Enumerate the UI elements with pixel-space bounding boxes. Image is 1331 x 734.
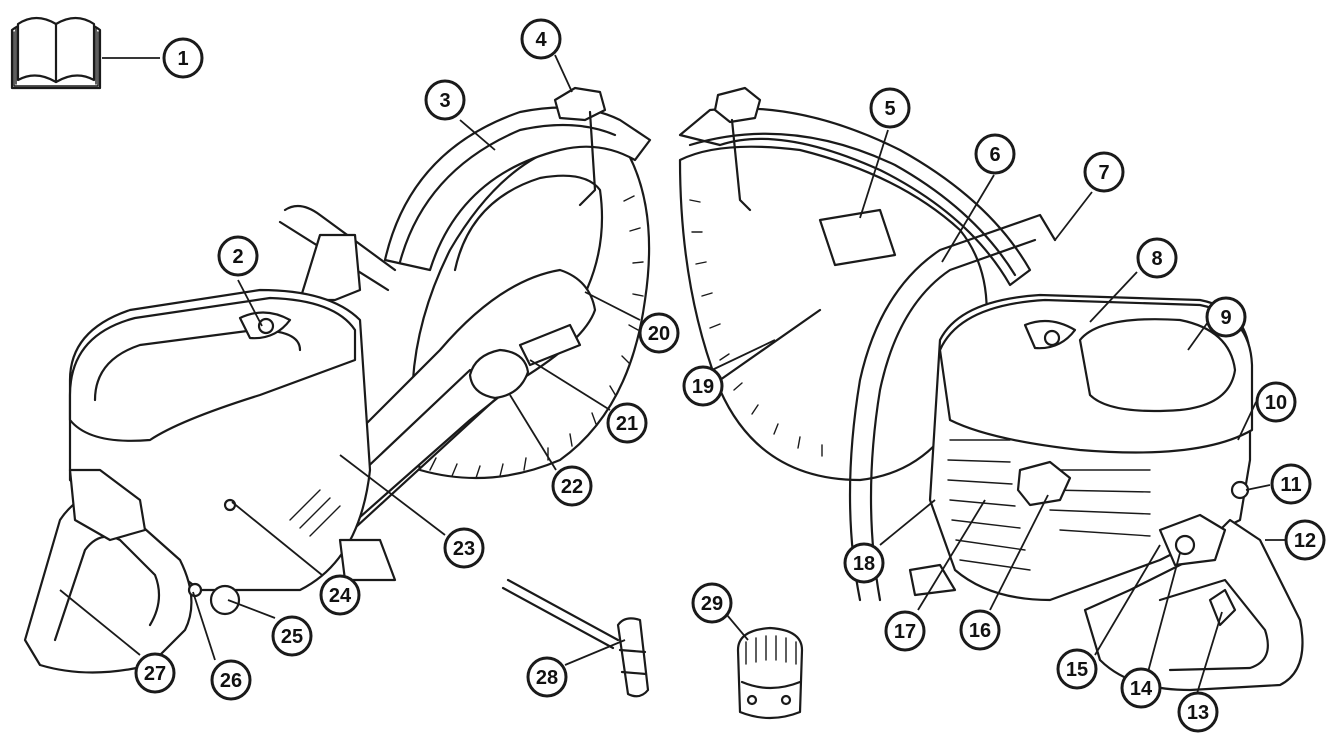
callout-label: 9 — [1220, 307, 1231, 329]
callout-18: 18 — [843, 542, 885, 584]
callout-22: 22 — [551, 465, 593, 507]
callout-5: 5 — [869, 87, 911, 129]
callout-label: 14 — [1130, 678, 1153, 700]
callout-label: 17 — [894, 621, 916, 643]
callout-label: 4 — [535, 29, 547, 51]
callout-label: 12 — [1294, 530, 1316, 552]
callout-label: 25 — [281, 626, 303, 648]
callout-24: 24 — [319, 574, 361, 616]
callout-23: 23 — [443, 527, 485, 569]
callout-label: 28 — [536, 667, 558, 689]
callout-label: 29 — [701, 593, 723, 615]
callout-label: 20 — [648, 323, 670, 345]
callout-label: 18 — [853, 553, 875, 575]
callout-26: 26 — [210, 659, 252, 701]
callout-8: 8 — [1136, 237, 1178, 279]
book-icon — [10, 16, 102, 90]
callout-label: 6 — [989, 144, 1000, 166]
combination-spanner — [501, 578, 650, 698]
callout-4: 4 — [520, 18, 562, 60]
callout-15: 15 — [1056, 648, 1098, 690]
rear-handle-right — [1083, 518, 1304, 692]
callout-12: 12 — [1284, 519, 1326, 561]
callout-label: 23 — [453, 538, 475, 560]
callout-10: 10 — [1255, 381, 1297, 423]
callout-label: 5 — [884, 98, 895, 120]
callout-21: 21 — [606, 402, 648, 444]
leader-lines — [59, 54, 1290, 701]
callout-16: 16 — [959, 609, 1001, 651]
callout-label: 13 — [1187, 702, 1209, 724]
callout-1: 1 — [162, 37, 204, 79]
callout-label: 2 — [232, 246, 243, 268]
callout-29: 29 — [691, 582, 733, 624]
callout-28: 28 — [526, 656, 568, 698]
callout-27: 27 — [134, 652, 176, 694]
callout-label: 8 — [1151, 248, 1162, 270]
callout-2: 2 — [217, 235, 259, 277]
callout-label: 24 — [329, 585, 352, 607]
callout-label: 19 — [692, 376, 714, 398]
right-saw-illustration — [678, 86, 1304, 692]
callout-label: 11 — [1280, 474, 1301, 496]
callout-label: 26 — [220, 670, 242, 692]
callout-label: 7 — [1098, 162, 1109, 184]
left-saw-illustration — [23, 86, 652, 674]
callout-25: 25 — [271, 615, 313, 657]
callout-label: 21 — [616, 413, 638, 435]
callout-label: 27 — [144, 663, 166, 685]
callout-7: 7 — [1083, 151, 1125, 193]
callout-14: 14 — [1120, 667, 1162, 709]
callout-17: 17 — [884, 610, 926, 652]
callout-6: 6 — [974, 133, 1016, 175]
callout-label: 10 — [1265, 392, 1287, 414]
callout-label: 15 — [1066, 659, 1088, 681]
spare-spark-plug-cap — [736, 626, 804, 720]
blade-guard-right — [678, 107, 1032, 287]
callout-13: 13 — [1177, 691, 1219, 733]
callout-label: 1 — [177, 48, 188, 70]
callout-label: 16 — [969, 620, 991, 642]
callout-20: 20 — [638, 312, 680, 354]
callout-11: 11 — [1270, 463, 1312, 505]
callout-3: 3 — [424, 79, 466, 121]
callout-9: 9 — [1205, 296, 1247, 338]
callout-label: 22 — [561, 476, 583, 498]
callout-19: 19 — [682, 365, 724, 407]
callout-label: 3 — [439, 90, 450, 112]
